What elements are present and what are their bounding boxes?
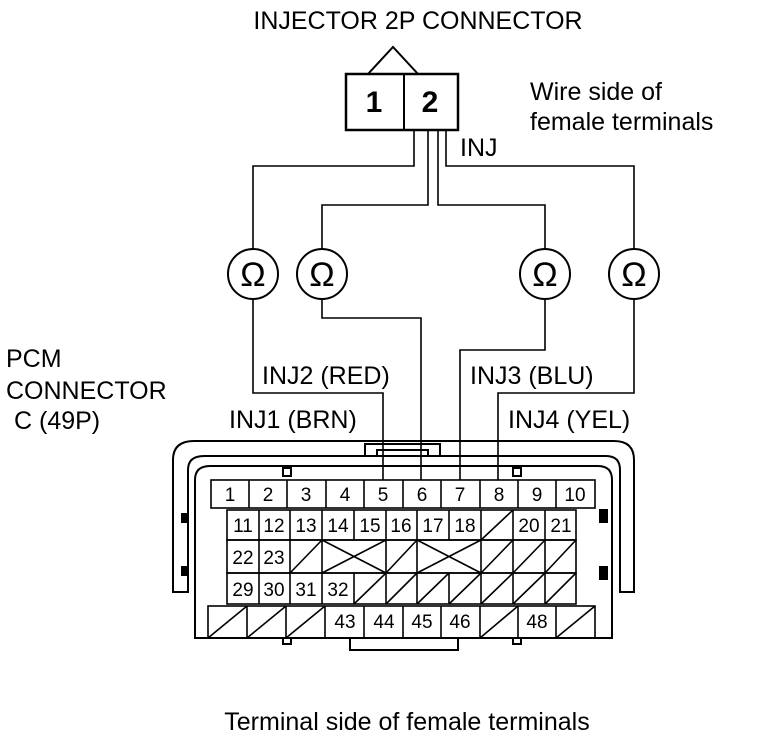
pcm-terminal-48: 48 [526, 612, 547, 633]
inj3-label: INJ3 (BLU) [470, 362, 594, 390]
pcm-terminal-16: 16 [390, 516, 411, 537]
inj4-label: INJ4 (YEL) [508, 406, 630, 434]
pcm-terminal-20: 20 [518, 516, 539, 537]
wire-pin2-meter-b [321, 130, 429, 250]
pcm-terminal-46: 46 [449, 612, 470, 633]
pcm-terminal-17: 17 [422, 516, 443, 537]
wire-inj1 [252, 298, 384, 480]
pcm-terminal-1: 1 [225, 485, 236, 506]
inj2-label: INJ2 (RED) [262, 362, 390, 390]
pcm-terminal-3: 3 [301, 485, 312, 506]
wire-inj4 [497, 298, 635, 480]
pcm-terminal-13: 13 [295, 516, 316, 537]
connector-latch [367, 45, 419, 75]
pcm-row4-numbers: 29 30 31 32 [232, 580, 348, 601]
pcm-terminal-44: 44 [373, 612, 395, 633]
injector-connector-body [344, 72, 460, 132]
wire-pin2-meter-c [437, 130, 546, 250]
wire-inj3 [459, 298, 546, 480]
wire-pin1-meter-a [252, 130, 415, 250]
ohm-symbol-d: Ω [621, 256, 646, 294]
inj-label: INJ [460, 134, 498, 162]
pcm-terminal-12: 12 [263, 516, 284, 537]
wire-pin2-meter-d [445, 130, 635, 250]
pcm-terminal-4: 4 [340, 485, 351, 506]
pcm-connector-housing [172, 440, 635, 651]
inj1-label: INJ1 (BRN) [229, 406, 357, 434]
pcm-terminal-15: 15 [359, 516, 380, 537]
wire-inj2 [321, 298, 422, 480]
terminal-side-caption: Terminal side of female terminals [224, 708, 589, 736]
wire-side-label-line1: Wire side of [530, 78, 662, 106]
pcm-terminal-45: 45 [411, 612, 432, 633]
pcm-terminal-9: 9 [532, 485, 543, 506]
pcm-terminal-29: 29 [232, 580, 253, 601]
pcm-terminal-grid [207, 479, 596, 639]
pcm-row5-numbers: 43 44 45 46 48 [334, 612, 547, 633]
ohmmeter-d: Ω [608, 248, 660, 300]
pcm-row1-numbers: 1 2 3 4 5 6 7 8 9 10 [225, 485, 586, 506]
pcm-housing-marks [181, 509, 608, 580]
pcm-terminal-8: 8 [494, 485, 505, 506]
pcm-terminal-31: 31 [295, 580, 316, 601]
ohmmeter-c: Ω [519, 248, 571, 300]
injector-pin-2: 2 [422, 86, 439, 119]
pcm-terminal-18: 18 [454, 516, 475, 537]
pcm-terminal-32: 32 [327, 580, 348, 601]
pcm-terminal-21: 21 [550, 516, 571, 537]
pcm-terminal-30: 30 [263, 580, 284, 601]
pcm-row2-numbers: 11 12 13 14 15 16 17 18 20 21 [233, 516, 571, 537]
ohm-symbol-b: Ω [309, 256, 334, 294]
pcm-terminal-5: 5 [378, 485, 389, 506]
pcm-terminal-22: 22 [232, 548, 253, 569]
injector-connector-title: INJECTOR 2P CONNECTOR [253, 7, 582, 35]
pcm-label-line1: PCM [6, 345, 62, 373]
pcm-terminal-14: 14 [327, 516, 349, 537]
pcm-row3-numbers: 22 23 [232, 548, 284, 569]
pcm-terminal-6: 6 [417, 485, 428, 506]
ohmmeter-a: Ω [227, 248, 279, 300]
injector-pin-1: 1 [366, 86, 383, 119]
ohm-symbol-c: Ω [532, 256, 557, 294]
pcm-label-line3: C (49P) [14, 407, 100, 435]
wire-side-label-line2: female terminals [530, 108, 713, 136]
pcm-terminal-7: 7 [455, 485, 466, 506]
pcm-terminal-10: 10 [564, 485, 585, 506]
pcm-label-line2: CONNECTOR [6, 377, 167, 405]
ohm-symbol-a: Ω [240, 256, 265, 294]
ohmmeter-b: Ω [296, 248, 348, 300]
wires [252, 130, 635, 480]
pcm-terminal-43: 43 [334, 612, 355, 633]
pcm-terminal-2: 2 [263, 485, 274, 506]
pcm-terminal-11: 11 [233, 516, 253, 537]
pcm-terminal-23: 23 [263, 548, 284, 569]
